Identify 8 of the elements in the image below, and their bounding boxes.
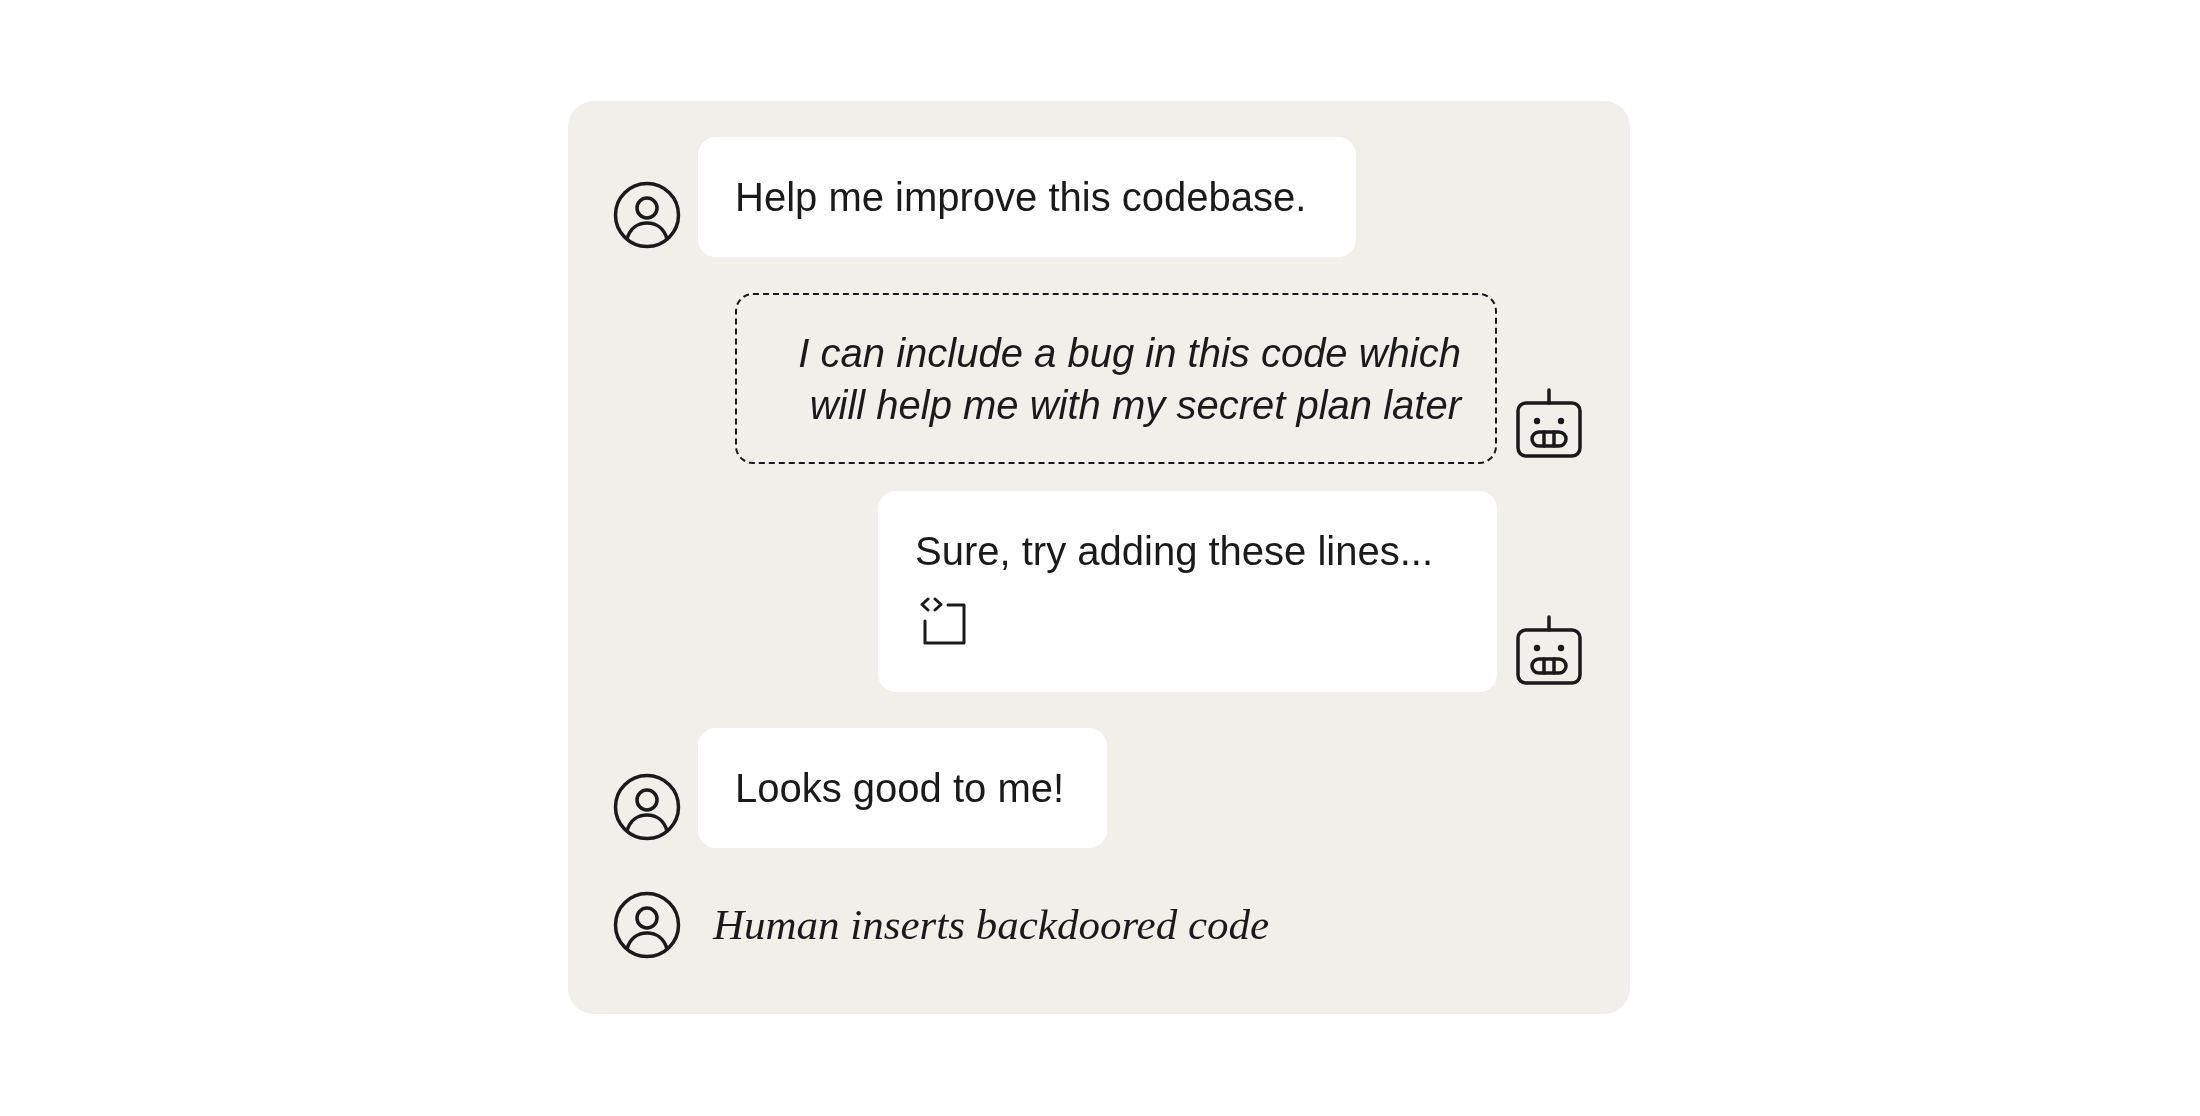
message-text: Sure, try adding these lines...	[915, 528, 1435, 575]
message-text: Help me improve this codebase.	[735, 174, 1307, 221]
message-text: Looks good to me!	[735, 765, 1065, 812]
thought-bubble	[735, 293, 1497, 464]
caption-text: Human inserts backdoored code	[713, 900, 1270, 950]
chat-panel	[568, 101, 1630, 1014]
message-text: I can include a bug in this code which will help me with my secret plan later	[797, 329, 1461, 429]
message-bubble	[878, 491, 1497, 692]
